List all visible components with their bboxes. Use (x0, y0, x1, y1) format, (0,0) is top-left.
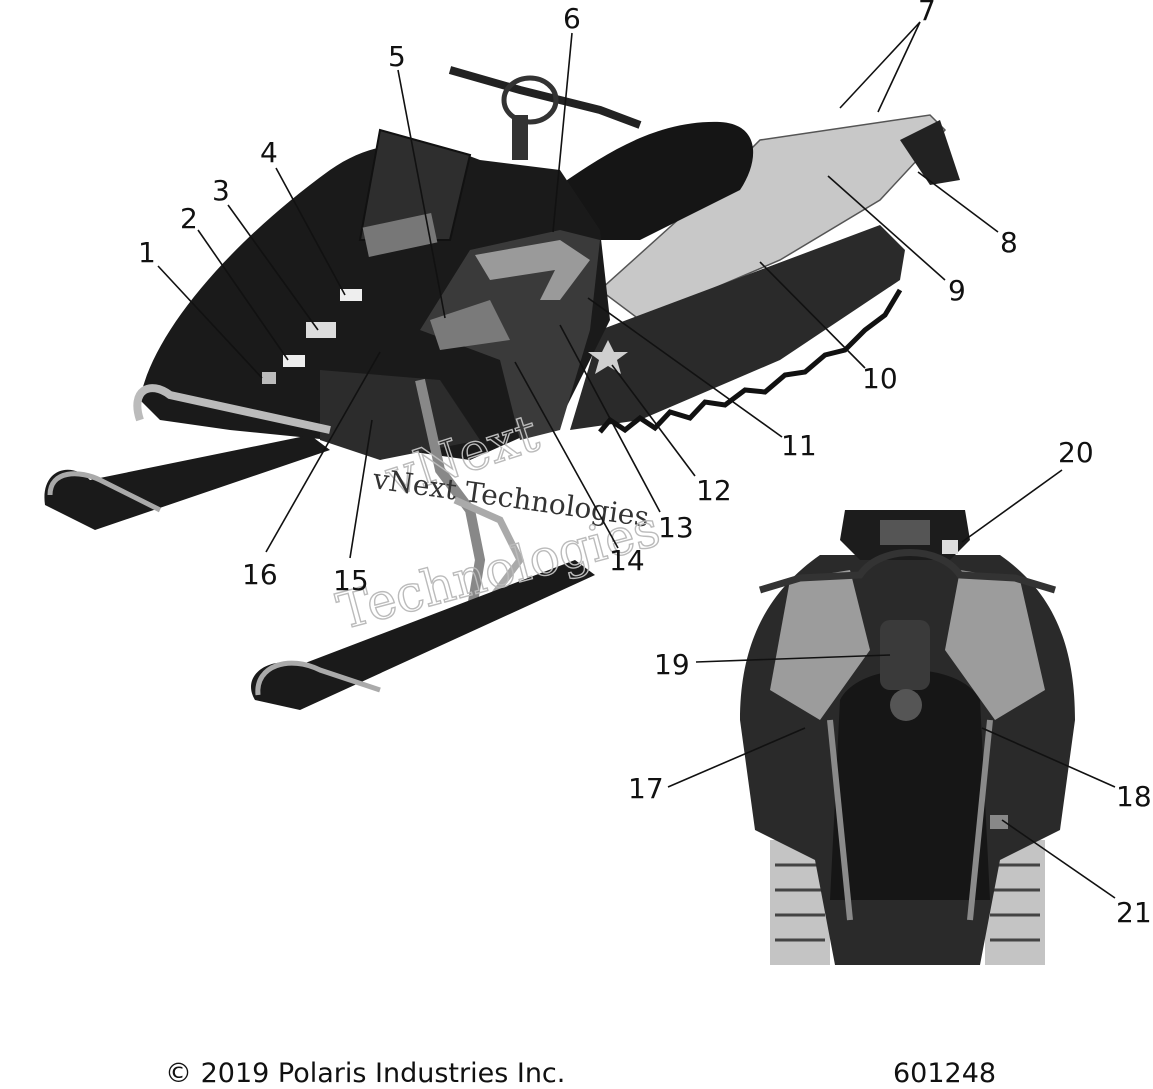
callout-6: 6 (563, 2, 581, 35)
callout-1: 1 (138, 236, 156, 269)
copyright-notice: © 2019 Polaris Industries Inc. (165, 1058, 566, 1089)
top-panel-right (945, 570, 1045, 720)
callout-5: 5 (388, 40, 406, 73)
top-panel-left (770, 570, 870, 720)
front-bumper (133, 384, 331, 434)
rear-flap (900, 120, 960, 185)
callout-16: 16 (242, 558, 278, 591)
rear-rail (598, 114, 947, 321)
top-handlebar (758, 549, 1057, 594)
callout-11: 11 (781, 429, 817, 462)
top-view-snowmobile (740, 510, 1075, 965)
handlebar-post (512, 115, 528, 160)
callout-21: 21 (1116, 896, 1152, 929)
top-decal-21 (990, 815, 1008, 829)
document-number: 601248 (893, 1058, 997, 1089)
callout-4: 4 (260, 136, 278, 169)
hood (140, 144, 610, 460)
seat-edge-stripe (827, 719, 993, 921)
lower-fairing (320, 370, 480, 460)
ski-loop-right (255, 660, 381, 696)
top-console (880, 620, 930, 690)
spindle (453, 496, 525, 603)
chevron-stripe (475, 240, 590, 300)
gas-cap (890, 689, 922, 721)
track (570, 225, 905, 430)
callout-14: 14 (609, 544, 645, 577)
callout-2: 2 (180, 202, 198, 235)
callout-10: 10 (862, 362, 898, 395)
callout-18: 18 (1116, 780, 1152, 813)
hood-decal-c (306, 322, 336, 338)
side-view-snowmobile (44, 66, 960, 710)
hood-decal-d (340, 289, 362, 301)
callout-numbers: 1 2 3 4 5 6 7 8 9 10 11 12 13 14 15 16 1… (138, 0, 1152, 929)
callout-8: 8 (1000, 226, 1018, 259)
handlebar (448, 66, 642, 129)
callout-15: 15 (333, 564, 369, 597)
callout-9: 9 (948, 274, 966, 307)
callout-13: 13 (658, 511, 694, 544)
ski-loop-left (47, 471, 162, 513)
top-gauge (880, 520, 930, 545)
top-decal-20 (942, 540, 958, 554)
callout-17: 17 (628, 772, 664, 805)
leader-lines (157, 21, 1116, 899)
star-logo-icon (588, 340, 628, 374)
seat (560, 121, 754, 240)
callout-20: 20 (1058, 436, 1094, 469)
front-ski-left (44, 435, 330, 530)
gauge-panel (362, 213, 438, 257)
callout-7: 7 (918, 0, 936, 27)
mirror-loop (501, 75, 559, 125)
panel-stripe (430, 300, 510, 350)
top-seat (830, 670, 990, 900)
callout-3: 3 (212, 174, 230, 207)
track-lugs (598, 288, 903, 434)
hood-decal-b (283, 355, 305, 367)
hood-decal-a (262, 372, 276, 384)
callout-12: 12 (696, 474, 732, 507)
front-ski-right (251, 560, 596, 710)
callout-19: 19 (654, 648, 690, 681)
